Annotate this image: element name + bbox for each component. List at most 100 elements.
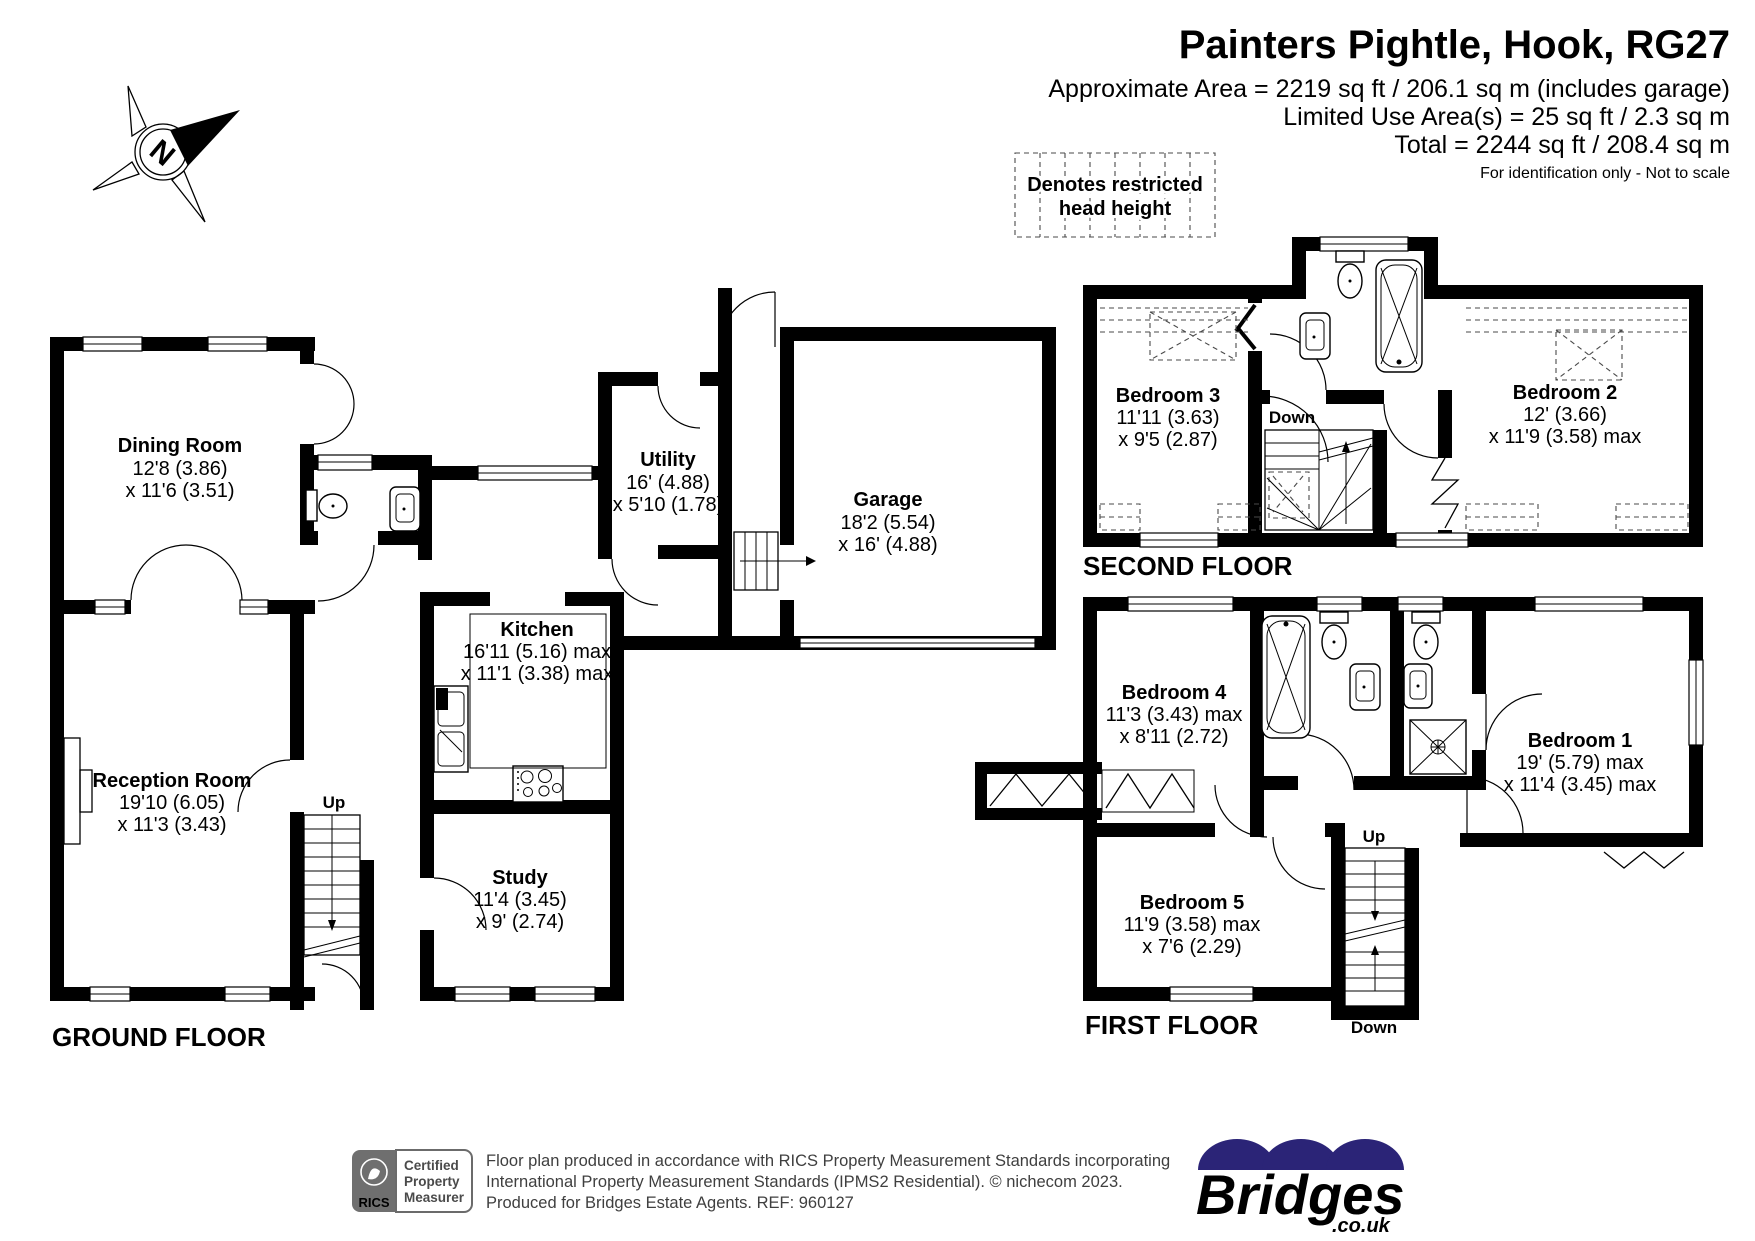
kitchen-name: Kitchen <box>500 619 573 641</box>
ground-floor-doors <box>130 291 776 1007</box>
bridges-domain: .co.uk <box>1332 1215 1391 1237</box>
limited-area-line: Limited Use Area(s) = 25 sq ft / 2.3 sq … <box>1283 103 1730 131</box>
second-floor-labels: Bedroom 3 11'11 (3.63) x 9'5 (2.87) Bedr… <box>1083 382 1641 581</box>
reception-room-dim1: 19'10 (6.05) <box>119 792 225 814</box>
dining-room-name: Dining Room <box>118 435 242 457</box>
sink-icon-a <box>1349 663 1381 711</box>
bedroom2-dim1: 12' (3.66) <box>1523 404 1607 426</box>
footer: RICS Certified Property Measurer Floor p… <box>352 1139 1405 1237</box>
header: Painters Pightle, Hook, RG27 Approximate… <box>1048 23 1730 182</box>
disclaimer-line2: International Property Measurement Stand… <box>486 1173 1123 1191</box>
bedroom2-dim2: x 11'9 (3.58) max <box>1489 426 1641 448</box>
first-floor-doors <box>1214 693 1685 890</box>
first-floor-walls <box>975 597 1703 1020</box>
utility-dim1: 16' (4.88) <box>626 472 710 494</box>
bathroom-sink-icon <box>1299 312 1331 360</box>
footer-disclaimer: Floor plan produced in accordance with R… <box>486 1152 1170 1212</box>
cert-line2: Property <box>404 1174 460 1189</box>
first-stairs-down-label: Down <box>1351 1018 1397 1037</box>
reception-room-dim2: x 11'3 (3.43) <box>117 814 226 836</box>
bridges-wordmark: Bridges <box>1196 1163 1405 1226</box>
ground-floor-door-gaps <box>131 364 794 930</box>
study-dim2: x 9' (2.74) <box>476 911 564 933</box>
ground-floor-title: GROUND FLOOR <box>52 1022 266 1052</box>
first-floor-bathroom-fixtures <box>1261 611 1467 775</box>
first-floor-labels: Bedroom 4 11'3 (3.43) max x 8'11 (2.72) … <box>1085 682 1656 1040</box>
first-floor-plan: Bedroom 4 11'3 (3.43) max x 8'11 (2.72) … <box>975 596 1704 1040</box>
bridges-arch-icon <box>1198 1139 1276 1170</box>
ground-stairs-up-label: Up <box>323 793 346 812</box>
bathroom-bath-icon <box>1375 259 1423 373</box>
reception-room-name: Reception Room <box>93 770 252 792</box>
second-floor-title: SECOND FLOOR <box>1083 551 1293 581</box>
bedroom1-dim2: x 11'4 (3.45) max <box>1504 774 1656 796</box>
bedroom5-dim1: 11'9 (3.58) max <box>1124 914 1261 936</box>
first-floor-title: FIRST FLOOR <box>1085 1010 1259 1040</box>
ground-floor-windows <box>82 336 1036 1002</box>
approx-area-line: Approximate Area = 2219 sq ft / 206.1 sq… <box>1048 75 1730 103</box>
toilet-icon-b <box>1411 611 1441 660</box>
wc-toilet-icon <box>305 489 348 522</box>
garage-dim1: 18'2 (5.54) <box>841 512 936 534</box>
bedroom3-dim2: x 9'5 (2.87) <box>1118 429 1217 451</box>
shower-icon <box>1409 719 1467 775</box>
legend-line1: Denotes restricted <box>1027 174 1203 196</box>
bridges-arch-icon <box>1326 1139 1404 1170</box>
study-dim1: 11'4 (3.45) <box>473 889 567 911</box>
bedroom3-name: Bedroom 3 <box>1116 385 1220 407</box>
garage-name: Garage <box>854 489 923 511</box>
bathroom-toilet-icon <box>1335 250 1365 299</box>
kitchen-dim2: x 11'1 (3.38) max <box>461 663 613 685</box>
rics-lion-icon <box>360 1158 388 1186</box>
disclaimer-line1: Floor plan produced in accordance with R… <box>486 1152 1170 1170</box>
fireplace-icon <box>63 737 93 845</box>
bedroom5-name: Bedroom 5 <box>1140 892 1244 914</box>
bedroom4-dim2: x 8'11 (2.72) <box>1119 726 1228 748</box>
bedroom4-dim1: 11'3 (3.43) max <box>1106 704 1243 726</box>
dining-room-dim2: x 11'6 (3.51) <box>125 480 234 502</box>
second-floor-stairs <box>1264 429 1374 531</box>
bridges-logo: Bridges .co.uk <box>1196 1139 1405 1237</box>
total-area-line: Total = 2244 sq ft / 208.4 sq m <box>1394 131 1730 159</box>
cert-line3: Measurer <box>404 1190 465 1205</box>
first-floor-windows <box>1127 596 1704 1002</box>
ground-floor-plan: Dining Room 12'8 (3.86) x 11'6 (3.51) Re… <box>50 288 1056 1052</box>
bedroom1-name: Bedroom 1 <box>1528 730 1632 752</box>
first-floor-door-gaps <box>1298 694 1486 790</box>
dining-room-dim1: 12'8 (3.86) <box>133 458 228 480</box>
toilet-icon-a <box>1319 611 1349 660</box>
disclaimer-line3: Produced for Bridges Estate Agents. REF:… <box>486 1194 854 1212</box>
compass-icon: N <box>92 85 240 223</box>
bridges-arch-icon <box>1262 1139 1340 1170</box>
second-floor-bathroom-fixtures <box>1299 250 1423 373</box>
utility-dim2: x 5'10 (1.78) <box>613 494 724 516</box>
legend-line2: head height <box>1059 198 1172 220</box>
second-floor-restricted-zones <box>1099 307 1689 531</box>
rics-badge: RICS Certified Property Measurer <box>352 1149 473 1213</box>
scale-note: For identification only - Not to scale <box>1480 165 1730 182</box>
garage-dim2: x 16' (4.88) <box>838 534 937 556</box>
counter-outline <box>469 613 607 769</box>
bedroom5-dim2: x 7'6 (2.29) <box>1142 936 1241 958</box>
kitchen-dim1: 16'11 (5.16) max <box>463 641 611 663</box>
bedroom1-dim1: 19' (5.79) max <box>1516 752 1643 774</box>
bedroom3-dim1: 11'11 (3.63) <box>1116 407 1219 429</box>
ground-floor-labels: Dining Room 12'8 (3.86) x 11'6 (3.51) Re… <box>52 435 938 1052</box>
kitchen-sink-icon <box>433 685 469 773</box>
sink-icon-b <box>1403 663 1433 709</box>
bedroom4-name: Bedroom 4 <box>1122 682 1227 704</box>
first-floor-wardrobes <box>989 769 1195 813</box>
bath-icon <box>1261 615 1311 739</box>
ground-floor-stairs <box>303 814 361 958</box>
cert-line1: Certified <box>404 1158 459 1173</box>
second-floor-plan: Bedroom 3 11'11 (3.63) x 9'5 (2.87) Bedr… <box>1083 236 1703 581</box>
second-floor-door-gaps <box>1248 303 1452 530</box>
second-stairs-down-label: Down <box>1269 408 1315 427</box>
garage-steps <box>733 531 816 591</box>
study-name: Study <box>492 867 548 889</box>
wc-sink-icon <box>389 486 421 532</box>
first-floor-stairs <box>1344 847 1406 1007</box>
rics-label: RICS <box>358 1195 389 1210</box>
